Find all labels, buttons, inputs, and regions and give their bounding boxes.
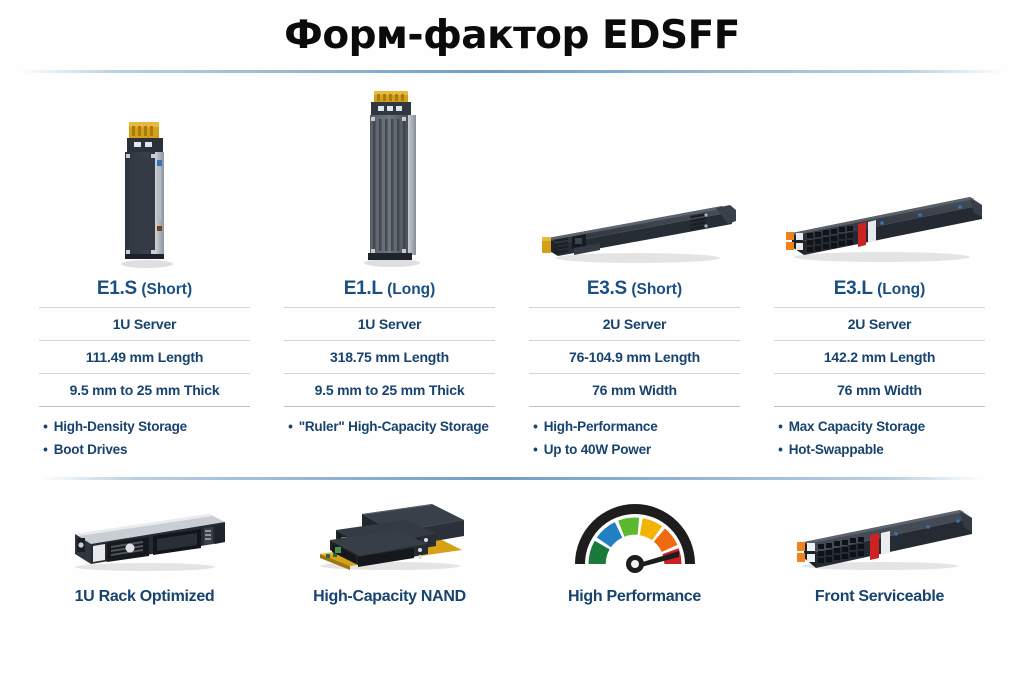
feature-front-serviceable[interactable]: Front Serviceable bbox=[757, 496, 1002, 606]
e1l-spec-length: 318.75 mm Length bbox=[284, 340, 495, 373]
e3l-drive-icon bbox=[785, 197, 982, 262]
feature-label-front-serviceable: Front Serviceable bbox=[814, 588, 945, 606]
e1s-heading: E1.S (Short) bbox=[39, 276, 250, 307]
e1s-spec-length: 111.49 mm Length bbox=[39, 340, 250, 373]
gauge-icon bbox=[574, 504, 695, 574]
e1l-bullets: "Ruler" High-Capacity Storage bbox=[284, 406, 495, 436]
e1s-spec-server: 1U Server bbox=[39, 307, 250, 340]
e3s-spec-server: 2U Server bbox=[529, 307, 740, 340]
feature-band: 1U Rack Optimized bbox=[0, 480, 1024, 606]
e3l-bullet-1: Max Capacity Storage bbox=[774, 417, 985, 436]
e3l-heading: E3.L (Long) bbox=[774, 276, 985, 307]
feature-rack-optimized[interactable]: 1U Rack Optimized bbox=[22, 496, 267, 606]
e3l-code: E3.L bbox=[833, 278, 873, 299]
e1s-drive-icon bbox=[120, 122, 173, 268]
e3s-variant: (Short) bbox=[631, 281, 683, 298]
form-factor-column-e3s[interactable]: E3.S (Short) 2U Server 76-104.9 mm Lengt… bbox=[512, 83, 757, 463]
feature-label-high-performance: High Performance bbox=[567, 588, 701, 606]
front-drive-art bbox=[782, 496, 977, 574]
e3l-variant: (Long) bbox=[877, 281, 926, 298]
e1s-bullet-1: High-Density Storage bbox=[39, 417, 250, 436]
e3s-drive-icon bbox=[541, 205, 736, 263]
e3s-bullet-2: Up to 40W Power bbox=[529, 440, 740, 459]
rack-server-icon bbox=[75, 514, 225, 572]
e1l-drive-icon bbox=[363, 91, 420, 267]
e3l-drive-art bbox=[757, 83, 1002, 268]
e1l-drive-art bbox=[267, 83, 512, 268]
form-factor-column-e1l[interactable]: E1.L (Long) 1U Server 318.75 mm Length 9… bbox=[267, 83, 512, 463]
e1l-bullet-1: "Ruler" High-Capacity Storage bbox=[284, 417, 495, 436]
form-factor-column-e3l[interactable]: E3.L (Long) 2U Server 142.2 mm Length 76… bbox=[757, 83, 1002, 463]
e1l-spec-server: 1U Server bbox=[284, 307, 495, 340]
e3l-spec-card: E3.L (Long) 2U Server 142.2 mm Length 76… bbox=[774, 276, 985, 463]
e3s-code: E3.S bbox=[586, 278, 627, 299]
e3l-bullets: Max Capacity Storage Hot-Swappable bbox=[774, 406, 985, 459]
e3l-spec-server: 2U Server bbox=[774, 307, 985, 340]
e1s-variant: (Short) bbox=[141, 281, 193, 298]
e3l-spec-width: 76 mm Width bbox=[774, 373, 985, 406]
rack-server-art bbox=[57, 496, 232, 574]
header-divider bbox=[20, 70, 1004, 73]
e3s-heading: E3.S (Short) bbox=[529, 276, 740, 307]
feature-label-high-capacity-nand: High-Capacity NAND bbox=[313, 588, 466, 606]
e1s-bullet-2: Boot Drives bbox=[39, 440, 250, 459]
e3s-bullet-1: High-Performance bbox=[529, 417, 740, 436]
e1l-heading: E1.L (Long) bbox=[284, 276, 495, 307]
nand-stack-art bbox=[302, 496, 477, 574]
feature-high-capacity-nand[interactable]: High-Capacity NAND bbox=[267, 496, 512, 606]
e1s-spec-card: E1.S (Short) 1U Server 111.49 mm Length … bbox=[39, 276, 250, 463]
e1s-code: E1.S bbox=[96, 278, 137, 299]
gauge-art bbox=[560, 496, 710, 574]
front-drive-icon bbox=[797, 510, 972, 571]
e3s-spec-width: 76 mm Width bbox=[529, 373, 740, 406]
title-bar: Форм-фактор EDSFF bbox=[0, 0, 1024, 70]
e3s-drive-art bbox=[512, 83, 757, 268]
e1l-code: E1.L bbox=[343, 278, 383, 299]
feature-label-rack-optimized: 1U Rack Optimized bbox=[74, 588, 215, 606]
e1s-spec-thickness: 9.5 mm to 25 mm Thick bbox=[39, 373, 250, 406]
form-factor-columns: E1.S (Short) 1U Server 111.49 mm Length … bbox=[0, 73, 1024, 463]
e1s-bullets: High-Density Storage Boot Drives bbox=[39, 406, 250, 459]
e3s-spec-length: 76-104.9 mm Length bbox=[529, 340, 740, 373]
e1l-spec-card: E1.L (Long) 1U Server 318.75 mm Length 9… bbox=[284, 276, 495, 440]
e3l-spec-length: 142.2 mm Length bbox=[774, 340, 985, 373]
feature-high-performance[interactable]: High Performance bbox=[512, 496, 757, 606]
e1l-variant: (Long) bbox=[387, 281, 436, 298]
form-factor-column-e1s[interactable]: E1.S (Short) 1U Server 111.49 mm Length … bbox=[22, 83, 267, 463]
nand-stack-icon bbox=[320, 504, 464, 571]
e1l-spec-thickness: 9.5 mm to 25 mm Thick bbox=[284, 373, 495, 406]
e3s-spec-card: E3.S (Short) 2U Server 76-104.9 mm Lengt… bbox=[529, 276, 740, 463]
section-divider bbox=[40, 477, 984, 481]
page-title: Форм-фактор EDSFF bbox=[284, 12, 740, 58]
e3s-bullets: High-Performance Up to 40W Power bbox=[529, 406, 740, 459]
e3l-bullet-2: Hot-Swappable bbox=[774, 440, 985, 459]
e1s-drive-art bbox=[22, 83, 267, 268]
